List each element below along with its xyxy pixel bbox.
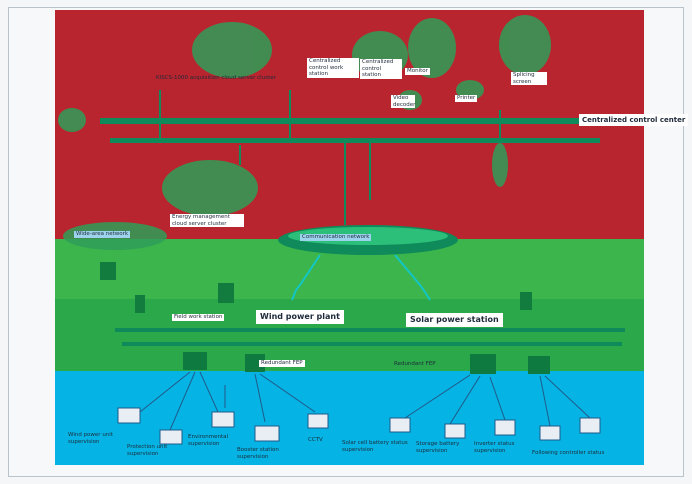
field-station-right-icon (520, 292, 532, 310)
solar-uplink-icon (394, 254, 431, 301)
storage-device-icon (444, 423, 466, 439)
printer-label: Printer (455, 95, 478, 102)
centralized-control-work-station-label: Centralized control work station (307, 58, 359, 78)
left-top-cluster-icon (58, 108, 86, 132)
plant-bus-1 (115, 328, 625, 332)
communication-network-label: Communication network (300, 234, 372, 241)
environmental-device-icon (211, 411, 235, 428)
booster-station-supervision-label: Booster station supervision (237, 447, 279, 460)
energy-management-label: Energy management cloud server cluster (170, 214, 244, 227)
centralized-control-station-label: Centralized control station (360, 59, 402, 79)
inverter-device-icon (494, 419, 516, 436)
backbone-bus-2 (110, 138, 600, 143)
fep-wind-right-icon (245, 354, 265, 372)
following-controller-label: Following controller status (532, 450, 605, 456)
protection-unit-supervision-label: Protection unit supervision (127, 444, 168, 457)
field-station-left-icon (135, 295, 145, 313)
monitor-cluster-icon (408, 18, 456, 78)
wide-area-network-label: Wide-area network (74, 231, 131, 238)
cloud-cluster-top-icon (192, 22, 272, 78)
booster-device-icon (254, 425, 280, 442)
wind-unit-device-icon (117, 407, 141, 424)
cctv-device-icon (307, 413, 329, 429)
field-station-center-icon (218, 283, 234, 303)
cctv-label: CCTV (308, 437, 323, 443)
redundant-fep-left-label: Redundant FEP (259, 360, 305, 367)
monitor-label: Monitor (405, 68, 430, 75)
splicing-screen-icon (499, 15, 551, 75)
server-right-icon (492, 143, 508, 187)
field-supervision-zone (55, 371, 644, 465)
cloud-cluster-label: KISCS-1000 acquisition cloud server clus… (156, 75, 276, 81)
storage-battery-label: Storage battery supervision (416, 441, 460, 454)
plant-bus-2 (122, 342, 622, 346)
solar-power-station-label: Solar power station (406, 313, 503, 327)
environmental-supervision-label: Environmental supervision (188, 434, 229, 447)
inverter-status-label: Inverter status supervision (474, 441, 515, 454)
field-work-station-label: Field work station (172, 314, 225, 321)
fep-wind-left-icon (183, 352, 207, 370)
redundant-fep-right-label: Redundant FEP (394, 361, 436, 367)
wan-computer-icon (100, 262, 116, 280)
wind-power-plant-label: Wind power plant (256, 310, 344, 324)
controller-device-right-icon (579, 417, 601, 434)
centralized-control-center-label: Centralized control center (579, 114, 689, 126)
splicing-screen-label: Splicing screen (511, 72, 547, 85)
protection-device-icon (159, 429, 183, 445)
wind-uplink-icon (291, 254, 321, 301)
wind-power-unit-supervision-label: Wind power unit supervision (68, 432, 113, 445)
solar-cell-battery-label: Solar cell battery status supervision (342, 440, 408, 453)
controller-device-left-icon (539, 425, 561, 441)
fep-solar-left-icon (470, 354, 496, 374)
video-decoder-label: Video decoder (391, 95, 416, 108)
cloud-cluster-energy-icon (162, 160, 258, 216)
battery-device-icon (389, 417, 411, 433)
fep-solar-right-icon (528, 356, 550, 374)
backbone-bus-1 (100, 118, 615, 124)
